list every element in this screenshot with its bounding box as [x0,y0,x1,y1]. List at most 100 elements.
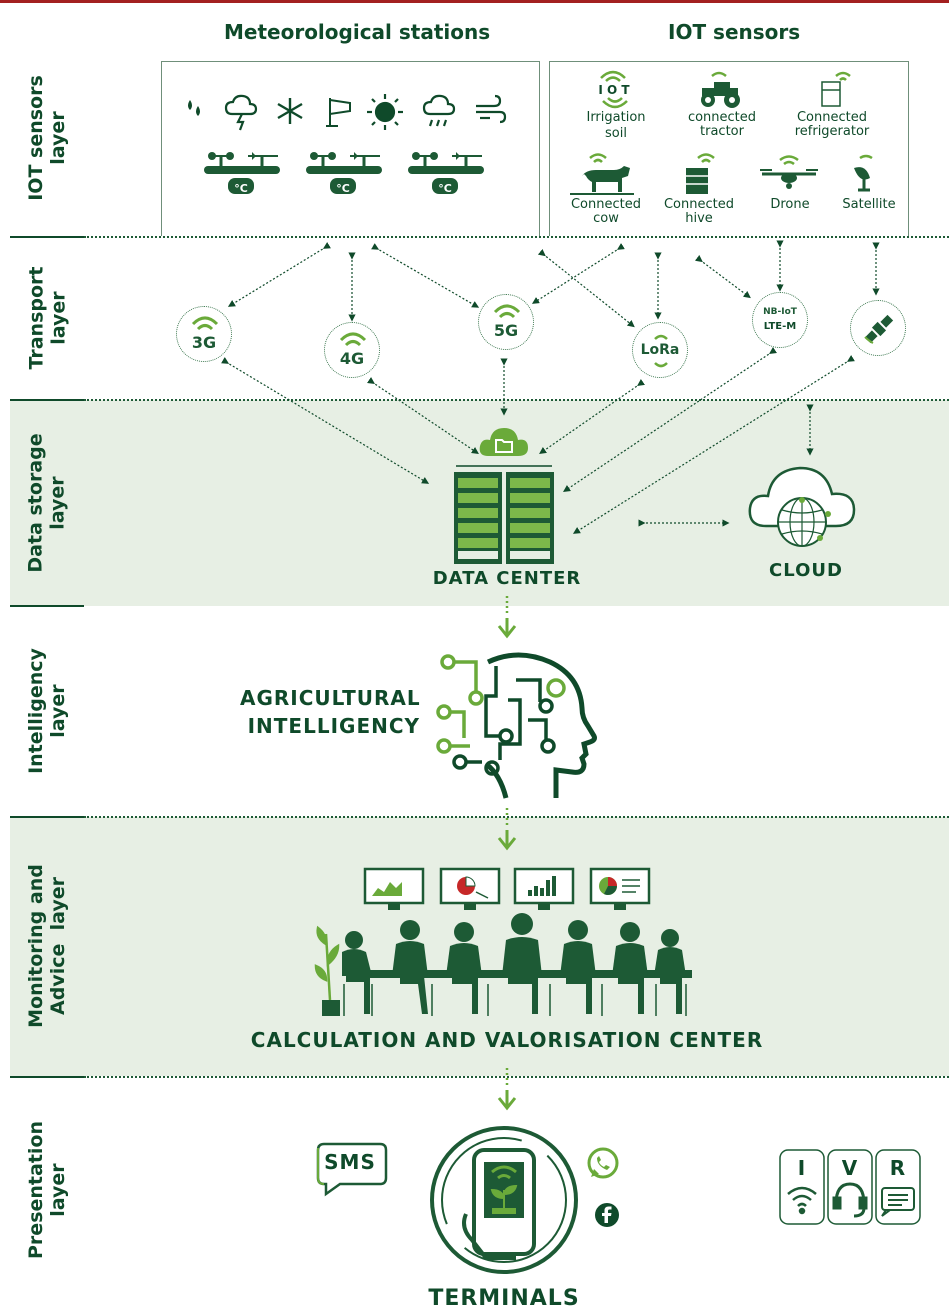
satellite-dish-icon [854,154,873,192]
irrigation-label-2: soil [605,126,627,141]
server-rack-icon [454,465,554,564]
ivr-letter-r: R [889,1156,907,1180]
irrigation-tag: I O T [598,83,630,97]
network-5g-label: 5G [493,321,519,340]
meteo-box [161,61,540,236]
ai-head-icon [436,652,597,799]
weather-station-icon [204,152,280,194]
irrigation-label: Irrigation [586,110,646,125]
tractor-label-2: tractor [700,124,744,139]
dashboard-screen-columns-icon [513,867,575,910]
layer-label-presentation-text: Presentation layer [25,1121,70,1259]
wifi-icon [787,1186,817,1215]
cow-icon [570,153,634,195]
terminals-label: TERMINALS [428,1286,580,1311]
wifi-icon [191,316,219,331]
satellite-label: Satellite [842,197,896,212]
snowflake-icon [277,98,303,124]
facebook-icon[interactable] [594,1202,620,1228]
dashboard-screen-bar-icon [363,867,425,910]
weather-station-icon [408,152,484,194]
ivr-letter-v: V [841,1156,859,1180]
network-ltem-label: LTE-M [763,321,797,332]
network-lora-badge: LoRa [632,322,688,378]
refrigerator-icon [821,71,851,107]
flow-arrow-icon [497,1068,517,1111]
wifi-icon [493,304,521,319]
station-unit: °C [336,182,350,195]
layer-label-presentation: Presentation layer [10,1090,84,1290]
meteo-icon-row [188,94,507,131]
dashboard-screen-donut-icon [589,867,651,910]
whatsapp-icon[interactable] [586,1146,620,1180]
divider [84,236,949,238]
ai-label-line2: INTELLIGENCY [247,714,420,738]
layer-tick [10,605,84,607]
network-satellite-badge [850,300,906,356]
network-4g-badge: 4G [324,322,380,378]
iot-box [549,61,909,236]
wifi-signal-icon [600,70,626,82]
plant-icon [314,925,340,1001]
station-unit: °C [438,182,452,195]
wifi-icon [339,332,367,347]
ivr-letter-i: I [797,1156,807,1180]
divider [84,816,949,818]
monitoring-band [10,817,949,1076]
monitoring-title: CALCULATION AND VALORISATION CENTER [250,1028,764,1052]
wifi-icon [654,334,668,340]
wifi-icon [654,362,668,368]
hive-label: Connected [663,197,734,212]
datacenter-label: DATA CENTER [432,568,582,589]
cloud-label: CLOUD [769,560,843,581]
sun-icon [367,94,403,130]
layer-label-intelligence-text: Intelligency layer [25,648,70,774]
sms-label: SMS [324,1150,376,1174]
meeting-people-illustration [314,913,692,1016]
meteo-title: Meteorological stations [224,20,491,44]
fridge-label: Connected [796,110,867,125]
drone-label: Drone [770,197,810,212]
tractor-icon [701,71,740,108]
raindrops-icon [188,100,200,116]
storm-cloud-icon [224,94,258,131]
windsock-icon [326,98,351,127]
weather-station-icon [306,152,382,194]
hive-icon [686,153,715,194]
top-rule [0,0,949,3]
network-4g-label: 4G [339,349,365,368]
network-nbiot-label: NB-IoT [763,307,797,317]
cloud-globe-icon [748,466,856,547]
layer-tick [10,236,84,238]
cloud-folder-icon [479,428,528,456]
sms-bubble-icon [316,1142,388,1197]
flow-arrow-icon [497,808,517,851]
iot-title: IOT sensors [668,20,801,44]
layer-tick [10,816,84,818]
divider [84,1076,949,1078]
dashboard-screen-pie-icon [439,867,501,910]
ai-label-line1: AGRICULTURAL [240,686,421,710]
chat-icon [881,1187,915,1217]
satellite-icon [864,314,894,344]
hive-label-2: hive [685,211,713,226]
headset-icon [832,1182,868,1218]
network-3g-label: 3G [191,333,217,352]
network-5g-badge: 5G [478,294,534,350]
terminal-phone-icon [430,1126,578,1274]
station-unit: °C [234,182,248,195]
layer-tick [10,399,84,401]
drone-icon [760,155,818,189]
network-nbiot-badge: NB-IoT LTE-M [752,292,808,348]
rain-cloud-icon [422,94,456,127]
tractor-label: connected [687,110,757,125]
wind-icon [476,94,507,124]
layer-label-monitoring: Monitoring and Advice layer [10,818,84,1074]
network-lora-label: LoRa [640,342,680,358]
fridge-label-2: refrigerator [794,124,870,139]
layer-label-monitoring-text: Monitoring and Advice layer [25,864,69,1028]
divider [84,399,949,401]
network-3g-badge: 3G [176,306,232,362]
ivr-panel [779,1149,921,1225]
layer-tick [10,1076,84,1078]
